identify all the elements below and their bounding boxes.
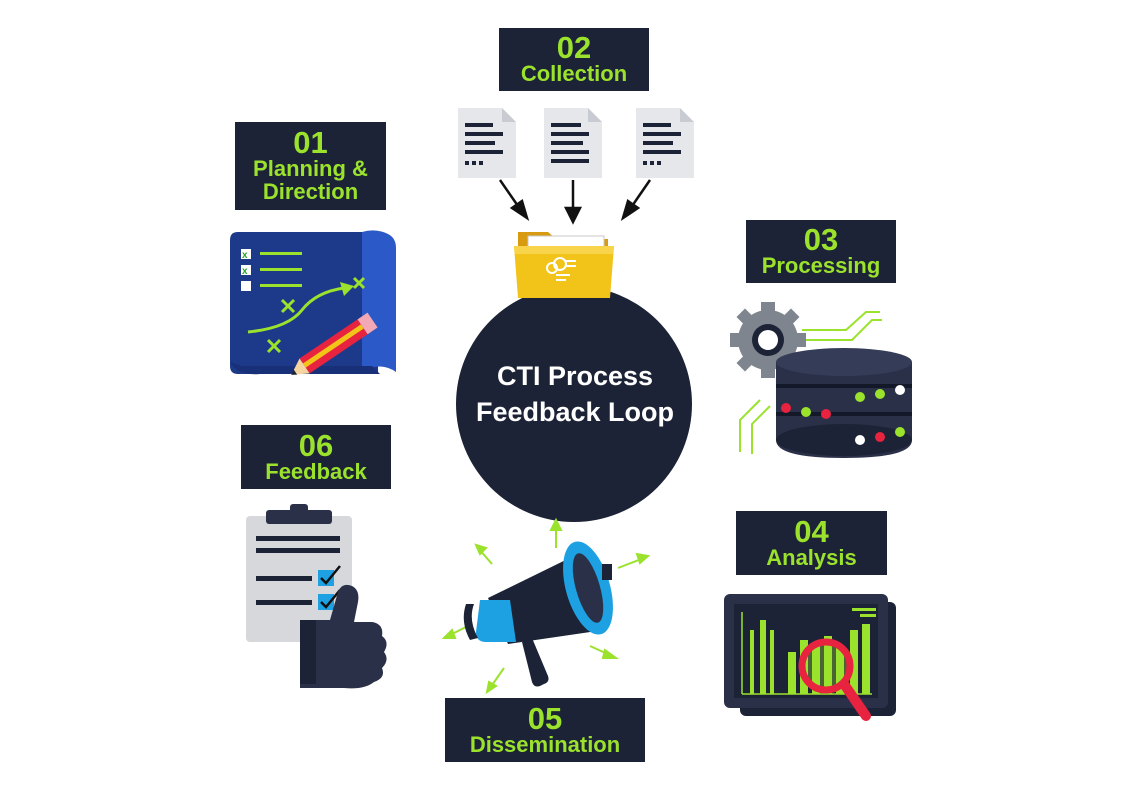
center-title: CTI Process Feedback Loop xyxy=(455,358,695,430)
step-number: 04 xyxy=(794,513,829,549)
step-number: 05 xyxy=(527,700,563,736)
step-name: Collection xyxy=(520,61,628,86)
document-icon xyxy=(636,108,694,178)
step-name-line-2: Direction xyxy=(262,179,359,204)
step-number: 01 xyxy=(293,125,328,160)
step-name: Analysis xyxy=(766,544,857,570)
step-number: 02 xyxy=(556,30,592,65)
step-06-label: 06 Feedback xyxy=(241,425,391,489)
step-number: 03 xyxy=(803,222,839,257)
step-03-label: 03 Processing xyxy=(746,220,896,283)
document-icon xyxy=(544,108,602,178)
step-name: Dissemination xyxy=(469,731,621,757)
step-name: Processing xyxy=(761,253,881,278)
step-name-line-1: Planning & xyxy=(253,156,368,181)
database-icon xyxy=(776,348,912,458)
step-name: Feedback xyxy=(265,458,367,484)
clipboard-thumbs-up-icon xyxy=(246,504,387,689)
svg-text:x: x xyxy=(242,250,248,261)
step-04-label: 04 Analysis xyxy=(736,511,887,575)
center-circle xyxy=(456,286,692,522)
step-05-label: 05 Dissemination xyxy=(445,698,645,762)
step-01-label: 01 Planning & Direction xyxy=(235,122,386,210)
pencil-icon xyxy=(291,312,378,375)
map-plan-icon: x x xyxy=(230,230,396,375)
step-number: 06 xyxy=(298,427,334,463)
documents-to-folder-icon xyxy=(458,108,694,298)
document-icon xyxy=(458,108,516,178)
arrow-icon xyxy=(498,179,652,225)
step-02-label: 02 Collection xyxy=(499,28,649,91)
svg-text:x: x xyxy=(242,266,248,277)
megaphone-icon xyxy=(441,517,651,695)
center-title-line-1: CTI Process xyxy=(496,361,654,391)
folder-icon xyxy=(514,232,614,298)
chart-magnifier-icon xyxy=(724,594,896,721)
magnifier-icon xyxy=(798,638,871,721)
center-title-line-2: Feedback Loop xyxy=(475,397,675,427)
gear-database-icon xyxy=(730,302,912,458)
thumbs-up-icon xyxy=(300,584,387,689)
